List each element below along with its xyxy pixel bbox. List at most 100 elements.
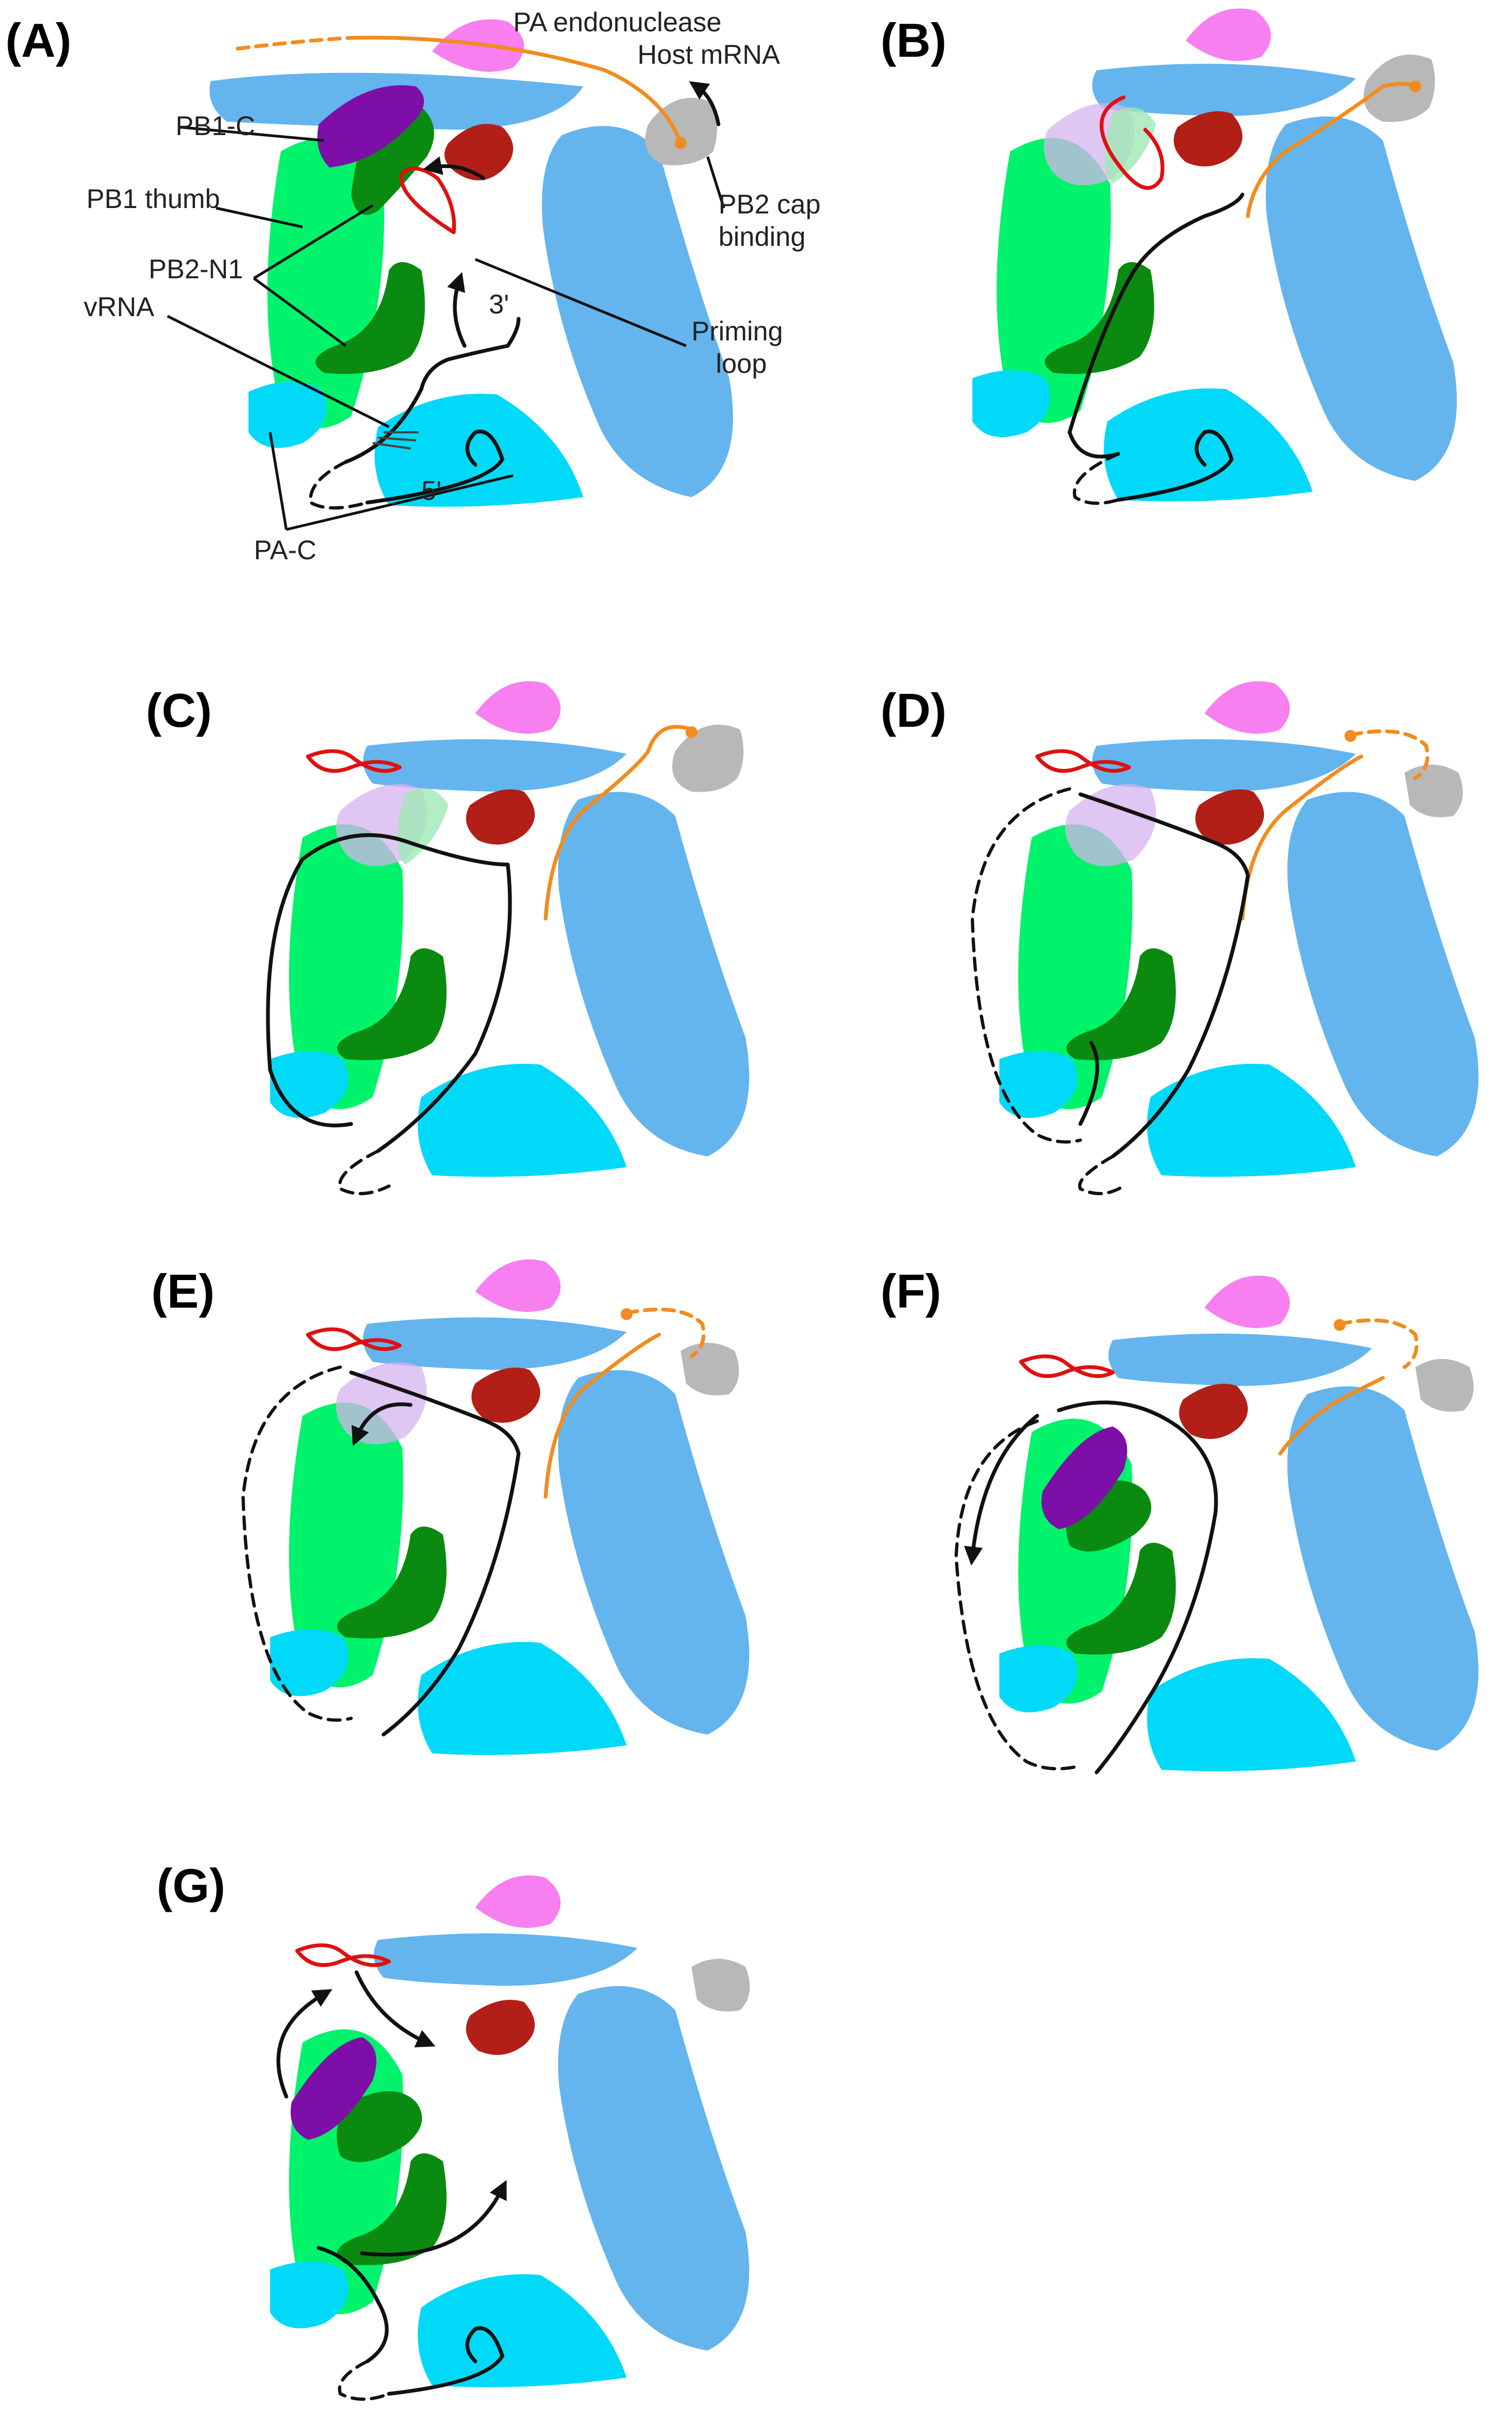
pb2-n1-c <box>337 948 447 1060</box>
label-pb2cap-1: PB2 cap <box>718 189 821 219</box>
pb2-cap-g <box>691 1959 750 2012</box>
pa-c-left-g <box>270 2261 348 2328</box>
priming-loop-g <box>295 1943 391 1967</box>
label-priming-2: loop <box>716 349 767 379</box>
mrna-cap-dot-b <box>1409 81 1421 92</box>
pb1-c-a <box>317 85 424 168</box>
tick-a2 <box>378 437 416 441</box>
dark-red-a <box>444 124 513 180</box>
leader-pb2n1-1 <box>253 204 374 280</box>
label-pb2cap-2: binding <box>718 222 805 252</box>
label-pb1-c: PB1-C <box>176 111 255 141</box>
host-mrna-e <box>543 1333 661 1499</box>
dark-red-g <box>466 1999 535 2055</box>
vrna-dash-f <box>954 1420 1077 1771</box>
label-5prime: 5' <box>421 476 441 506</box>
pa-c-right-b <box>1104 388 1313 501</box>
vrna-dash-d-outer <box>970 787 1082 1144</box>
vrna-g <box>317 2246 389 2364</box>
panel-g: (G) <box>157 1859 750 2401</box>
core-top-g <box>374 1933 637 1986</box>
core-top-b <box>1092 64 1356 116</box>
priming-loop-c <box>306 749 402 773</box>
pa-endonuclease-e <box>475 1259 561 1312</box>
panel-letter-e: (E) <box>151 1264 214 1318</box>
pa-c-left-f <box>999 1645 1078 1712</box>
host-mrna-f <box>1278 1376 1385 1456</box>
dark-red-d <box>1195 789 1264 845</box>
pb2-cap-b <box>1363 55 1435 122</box>
priming-loop-b <box>1099 95 1165 190</box>
core-right-f <box>1287 1386 1479 1751</box>
vrna-e <box>349 1370 521 1737</box>
dark-red-e <box>471 1367 540 1423</box>
panel-b: (B) <box>881 8 1457 505</box>
pb2-n1-b <box>1045 262 1154 374</box>
pb2-cap-f <box>1415 1359 1474 1412</box>
host-mrna-dash-f <box>1338 1318 1419 1369</box>
pa-c-right-a <box>374 393 583 507</box>
vrna-a <box>344 317 521 464</box>
dark-red-f <box>1179 1383 1248 1439</box>
mrna-cap-dot-c <box>686 726 697 738</box>
label-vrna: vRNA <box>84 292 154 322</box>
vrna-dash-c <box>338 1149 391 1195</box>
pb2-n1-lower-a <box>315 262 425 374</box>
vrna-5prime-b <box>1116 430 1234 502</box>
core-top-e <box>363 1317 627 1370</box>
label-3prime: 3' <box>489 289 509 319</box>
pb2-n1-lower-g <box>337 2153 447 2265</box>
pa-c-right-d <box>1147 1063 1356 1177</box>
host-mrna-dash-d <box>1348 729 1429 780</box>
label-priming-1: Priming <box>691 316 783 346</box>
core-top-c <box>363 739 627 792</box>
vrna-f <box>1057 1400 1218 1775</box>
pa-endonuclease-b <box>1186 8 1271 61</box>
arrow-a2 <box>422 156 486 180</box>
pb1-c-faded-e <box>336 1362 427 1444</box>
pb2-cap-c <box>672 725 744 792</box>
core-right-a <box>542 126 733 497</box>
pa-c-left-c <box>270 1051 348 1118</box>
host-mrna-dash-e <box>624 1307 705 1358</box>
pb2-n1-upper-g <box>337 2091 422 2162</box>
panel-letter-c: (C) <box>146 684 212 737</box>
vrna-dash-b <box>1073 452 1120 505</box>
leader-priming <box>475 258 687 347</box>
mrna-cap-dot-a <box>675 137 687 149</box>
vrna-dash-a <box>308 460 369 510</box>
vrna-dash-g <box>338 2360 391 2401</box>
vrna-c <box>266 833 512 1153</box>
pb2-n1-lower-f <box>1066 1543 1176 1655</box>
pb2-n1-faded-b <box>1105 107 1156 184</box>
label-host-mrna: Host mRNA <box>637 39 781 70</box>
mrna-cap-dot-f <box>1334 1319 1346 1331</box>
core-right-c <box>558 792 749 1156</box>
pb2-cap-e <box>681 1343 739 1396</box>
leader-pb2n1-2 <box>253 277 347 347</box>
host-mrna-dash-a <box>236 36 353 51</box>
label-pb1-thumb: PB1 thumb <box>86 184 220 214</box>
pb1-c-g <box>291 2037 377 2140</box>
pa-endonuclease-g <box>475 1875 561 1928</box>
pa-c-right-f <box>1147 1658 1356 1771</box>
arrow-e <box>351 1402 413 1447</box>
panel-letter-f: (F) <box>881 1264 941 1318</box>
arrow-g3 <box>360 2180 507 2257</box>
pb2-n1-e <box>337 1526 447 1638</box>
leader-pac-1 <box>268 432 288 530</box>
pa-endonuclease-c <box>475 681 561 734</box>
dark-red-b <box>1173 111 1242 166</box>
vrna-5prime-g <box>387 2326 505 2396</box>
pb2-cap-d <box>1405 765 1463 818</box>
pb1-c-faded-d <box>1065 784 1156 866</box>
leader-pac-2 <box>286 474 514 531</box>
vrna-b <box>1067 192 1245 459</box>
pa-c-right-g <box>418 2274 627 2387</box>
panel-e: (E) <box>151 1259 749 1755</box>
pa-c-right-c <box>418 1063 627 1177</box>
panel-letter-a: (A) <box>5 14 71 67</box>
vrna-d <box>1078 792 1250 1159</box>
leader-pb1c <box>178 125 325 142</box>
